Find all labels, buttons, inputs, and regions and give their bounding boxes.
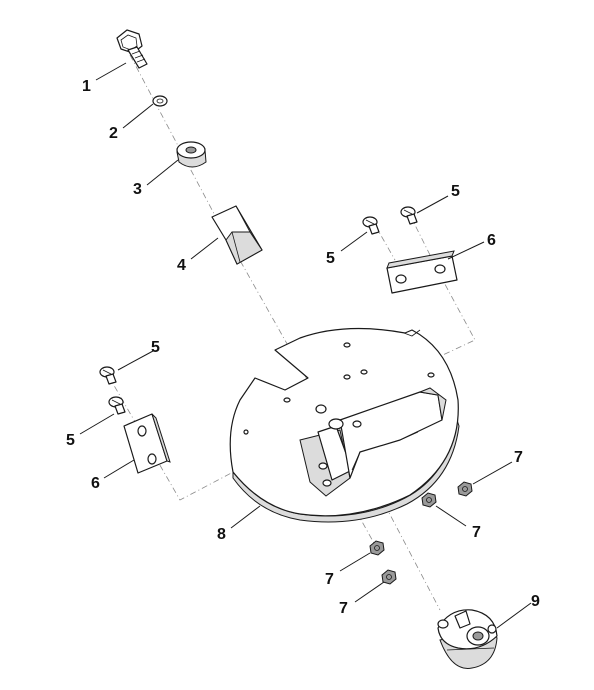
callout-4: 4 (177, 257, 186, 274)
callout-6-b: 6 (91, 475, 100, 492)
washer-part-2 (152, 95, 168, 107)
nut-part-7-c (369, 540, 385, 556)
callout-1: 1 (82, 78, 91, 95)
callout-9: 9 (531, 593, 540, 610)
callout-5-a: 5 (326, 250, 335, 267)
nut-part-7-a (457, 481, 473, 497)
hub-part-9 (437, 609, 498, 669)
callout-5-c: 5 (151, 339, 160, 356)
nut-part-7-b (421, 492, 437, 508)
plate-part-6-left (123, 413, 171, 474)
callout-5-b: 5 (451, 183, 460, 200)
callout-5-d: 5 (66, 432, 75, 449)
screw-part-5-b (400, 206, 418, 225)
callout-6-a: 6 (487, 232, 496, 249)
spacer-part-3 (176, 141, 207, 168)
plate-part-6-right (386, 250, 458, 294)
callout-labels: 1 2 3 4 5 5 5 5 6 6 7 7 7 7 8 9 (66, 78, 540, 617)
callout-7-c: 7 (325, 571, 334, 588)
bolt-part-1 (116, 29, 148, 69)
screw-part-5-d (108, 396, 126, 415)
screw-part-5-c (99, 366, 117, 385)
callout-7-b: 7 (472, 524, 481, 541)
nut-part-7-d (381, 569, 397, 585)
assembly-centerlines (107, 54, 476, 611)
base-plate-part-8 (229, 327, 460, 523)
blade-part-4 (211, 205, 263, 265)
screw-part-5-a (362, 216, 380, 235)
callout-3: 3 (133, 181, 142, 198)
callout-8: 8 (217, 526, 226, 543)
callout-7-d: 7 (339, 600, 348, 617)
callout-7-a: 7 (514, 449, 523, 466)
callout-2: 2 (109, 125, 118, 142)
leader-lines (79, 62, 532, 629)
